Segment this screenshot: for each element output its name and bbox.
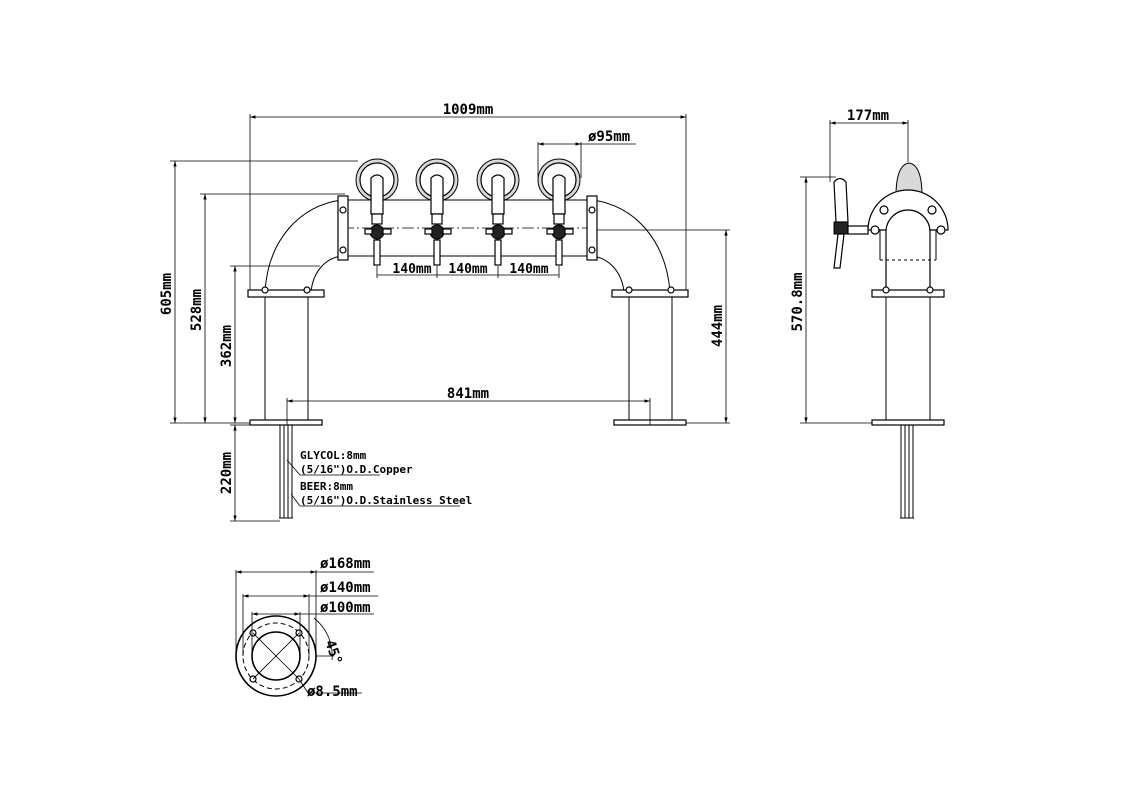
dim-medallion: ø95mm [588, 129, 630, 145]
line-spec-notes: GLYCOL:8mm (5/16")O.D.Copper BEER:8mm (5… [286, 449, 472, 507]
right-leg-flange [611, 289, 689, 298]
dim-overall-width: 1009mm [443, 102, 494, 118]
right-flange [586, 195, 598, 261]
dim-bolt-angle: 45° [321, 638, 345, 667]
note-glycol-material: (5/16")O.D.Copper [300, 463, 413, 476]
dim-tap-spacing-2: 140mm [448, 262, 487, 277]
left-flange [337, 195, 349, 261]
dim-flange-outer: ø168mm [320, 556, 371, 572]
dim-tail-length: 220mm [219, 452, 235, 494]
side-medallion [895, 162, 923, 197]
note-beer-line: BEER:8mm [300, 480, 353, 493]
left-base-plate [249, 419, 323, 426]
dim-bolt-circle: ø140mm [320, 580, 371, 596]
dim-height-362: 362mm [219, 325, 235, 367]
note-beer-material: (5/16")O.D.Stainless Steel [300, 494, 472, 507]
dim-side-height: 570.8mm [790, 272, 806, 331]
tap-1 [355, 158, 399, 266]
dim-height-444: 444mm [710, 305, 726, 347]
note-glycol-line: GLYCOL:8mm [300, 449, 367, 462]
dim-bolt-hole: ø8.5mm [307, 684, 358, 700]
dim-side-width: 177mm [847, 108, 889, 124]
tap-2 [415, 158, 459, 266]
dim-tap-spacing-3: 140mm [509, 262, 548, 277]
dim-pipe-diameter: ø100mm [320, 600, 371, 616]
dim-leg-spacing: 841mm [447, 386, 489, 402]
dim-total-height: 605mm [159, 273, 175, 315]
tap-4 [537, 158, 581, 266]
tap-3 [476, 158, 520, 266]
dim-tap-spacing-1: 140mm [392, 262, 431, 277]
left-leg-flange [247, 289, 325, 298]
front-view: 1009mm ø95mm 140mm 140mm 140mm 605mm 528… [159, 102, 730, 522]
line-tails [279, 425, 293, 519]
base-flange-detail: ø168mm ø140mm ø100mm 45° ø8.5mm [235, 556, 378, 700]
side-view: 177mm 570.8mm [790, 108, 949, 519]
dim-height-528: 528mm [189, 289, 205, 331]
